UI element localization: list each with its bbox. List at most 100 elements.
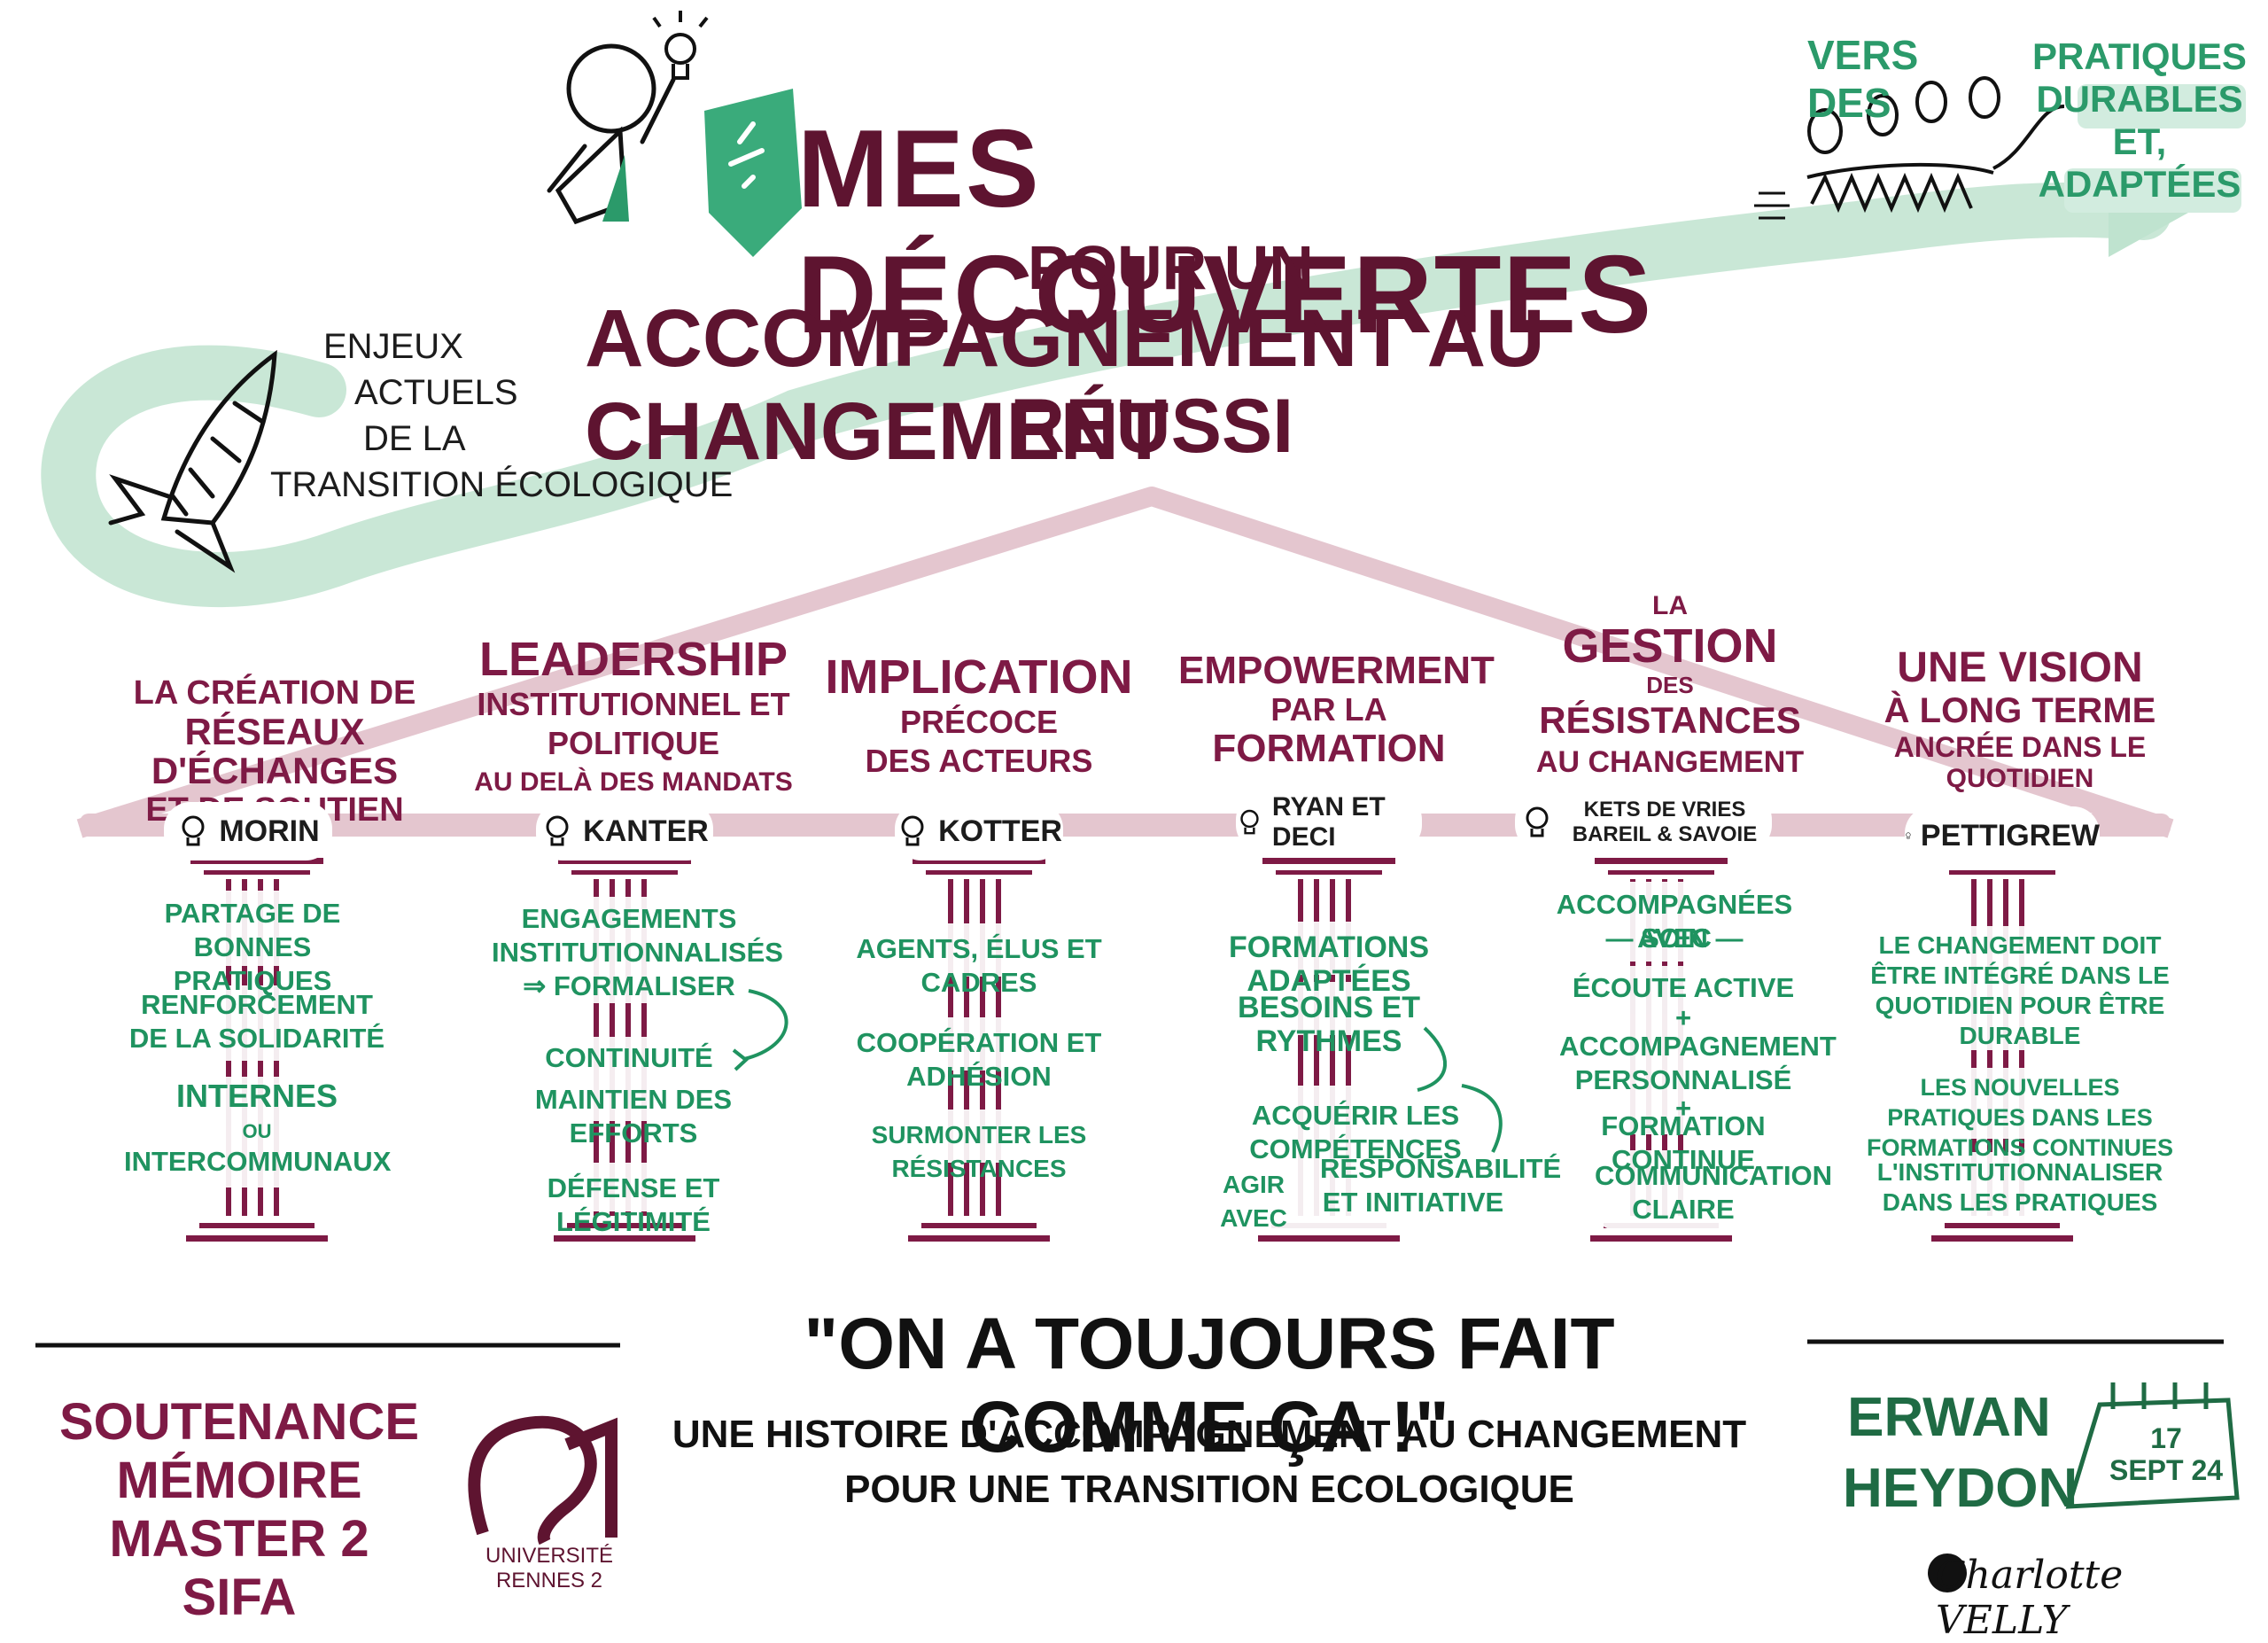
- pillar-6-author: PETTIGREW: [1905, 806, 2100, 865]
- lightbulb-icon: [901, 815, 924, 846]
- quote-subtitle-line: POUR UNE TRANSITION ECOLOGIQUE: [844, 1468, 1574, 1511]
- pillar-5-item: +: [1674, 1002, 1692, 1033]
- pillar-title-line: FORMATION: [1212, 727, 1446, 770]
- subtitle-line-2: ACCOMPAGNEMENT AU CHANGEMENT: [585, 293, 1545, 477]
- quote-subtitle-line: UNE HISTOIRE D'ACCOMPAGNEMENT AU CHANGEM…: [672, 1413, 1747, 1456]
- date-line: SEPT 24: [2109, 1454, 2224, 1486]
- soutenance-line: MÉMOIRE: [116, 1452, 362, 1509]
- pillar-5-author: KETS DE VRIES BAREIL & SAVOIE: [1515, 793, 1772, 852]
- university-line: RENNES 2: [495, 1569, 603, 1592]
- pillar-3-item: COOPÉRATION ET ADHÉSION: [856, 1027, 1102, 1092]
- pillar-title-line: LA CRÉATION DE: [133, 674, 416, 712]
- left-note-line: ENJEUX: [323, 327, 463, 366]
- calendar-icon: [2065, 1382, 2240, 1509]
- left-note-line: ACTUELS: [354, 373, 518, 412]
- lightbulb-icon: [546, 815, 569, 846]
- pillar-2-item: MAINTIEN DES EFFORTS: [534, 1084, 733, 1149]
- pillar-title-line: AU CHANGEMENT: [1535, 745, 1805, 779]
- illustrator-signature: Charlotte VELLY: [1936, 1553, 2124, 1643]
- pillar-title-line: LEADERSHIP: [478, 633, 788, 686]
- pillar-4-author: RYAN ET DECI: [1236, 792, 1422, 852]
- author-line: HEYDON: [1843, 1458, 2078, 1519]
- pillar-1-item: OU: [242, 1120, 272, 1142]
- date-label: 17 SEPT 24: [2100, 1422, 2233, 1486]
- soutenance-line: SOUTENANCE: [58, 1393, 420, 1451]
- pillar-6-item: L'INSTITUTIONNALISER DANS LES PRATIQUES: [1876, 1158, 2163, 1216]
- pratiques-label: PRATIQUES DURABLES ET, ADAPTÉES: [2029, 35, 2250, 206]
- pillar-2-item: ENGAGEMENTS INSTITUTIONNALISÉS: [492, 903, 783, 968]
- pillar-title-line: IMPLICATION: [825, 650, 1133, 704]
- pillar-6-title: UNE VISION À LONG TERME ANCRÉE DANS LE Q…: [1860, 645, 2179, 794]
- page-title: MES DÉCOUVERTES: [797, 108, 1653, 356]
- author-line: ERWAN: [1847, 1387, 2051, 1448]
- pillar-title-line: UNE VISION: [1897, 644, 2143, 691]
- date-line: 17: [2150, 1422, 2182, 1454]
- lightbulb-icon: [1240, 809, 1259, 835]
- author-name: RYAN ET DECI: [1271, 792, 1386, 852]
- pratiques-line: PRATIQUES: [2032, 35, 2247, 77]
- author-name: KANTER: [583, 814, 709, 848]
- pillar-2-item: DÉFENSE ET LÉGITIMITÉ: [547, 1172, 720, 1237]
- pillar-5-item: ÉCOUTE ACTIVE: [1572, 972, 1795, 1003]
- pillar-4-item: FORMATIONS ADAPTÉES: [1228, 931, 1429, 998]
- pillar-title-line: DES: [1646, 672, 1694, 698]
- pillar-1-author: MORIN: [164, 802, 332, 860]
- pillar-4-item: BESOINS ET RYTHMES: [1238, 991, 1420, 1058]
- pillar-title-line: PRÉCOCE: [899, 704, 1059, 740]
- pillar-5-item: FORMATION CONTINUE: [1601, 1110, 1766, 1175]
- pillar-1-title: LA CRÉATION DE RÉSEAUX D'ÉCHANGES ET DE …: [106, 674, 443, 829]
- pillar-3-author: KOTTER: [895, 802, 1063, 860]
- pillar-6-item: LE CHANGEMENT DOIT ÊTRE INTÉGRÉ DANS LE …: [1870, 931, 2170, 1049]
- pratiques-line: ADAPTÉES: [2038, 163, 2241, 205]
- pillar-5-title: LA GESTION DES RÉSISTANCES AU CHANGEMENT: [1524, 592, 1816, 782]
- pillar-3-title: IMPLICATION PRÉCOCE DES ACTEURS: [824, 651, 1134, 781]
- pillar-5-item: +: [1674, 1093, 1692, 1124]
- subtitle-line-3: RÉUSSI: [1010, 384, 1294, 469]
- pillar-1-item: INTERCOMMUNAUX: [124, 1146, 392, 1177]
- pillar-2-author: KANTER: [536, 802, 713, 860]
- author-name: KOTTER: [938, 814, 1062, 848]
- quote-subtitle: UNE HISTOIRE D'ACCOMPAGNEMENT AU CHANGEM…: [656, 1407, 1763, 1517]
- lightbulb-icon: [182, 815, 205, 846]
- pillar-1-item: PARTAGE DE BONNES PRATIQUES: [164, 898, 341, 996]
- pillar-4-title: EMPOWERMENT PAR LA FORMATION: [1178, 649, 1495, 770]
- pillar-6-item: LES NOUVELLES PRATIQUES DANS LES FORMATI…: [1867, 1074, 2173, 1161]
- pillar-4-item: RESPONSABILITÉ ET INITIATIVE: [1320, 1153, 1562, 1218]
- rocket-icon: [108, 349, 277, 573]
- pillar-title-line: LA: [1652, 591, 1688, 620]
- lightbulb-icon: [1906, 832, 1911, 839]
- soutenance-line: MASTER 2 SIFA: [109, 1510, 369, 1626]
- shield-icon: [704, 89, 802, 257]
- author-name: MORIN: [219, 814, 320, 848]
- vers-des-label: VERS DES: [1807, 32, 1919, 126]
- author-name: PETTIGREW: [1920, 818, 2100, 853]
- left-note: ENJEUX ACTUELS DE LA TRANSITION ÉCOLOGIQ…: [270, 323, 733, 508]
- pillar-title-line: RÉSEAUX D'ÉCHANGES: [151, 711, 399, 791]
- left-note-line: DE LA: [363, 419, 466, 458]
- pillar-title-line: POLITIQUE: [547, 725, 719, 761]
- pillar-1-item: RENFORCEMENT DE LA SOLIDARITÉ: [128, 989, 385, 1054]
- pillar-title-line: GESTION: [1562, 619, 1778, 673]
- pillar-title-line: PAR LA: [1270, 691, 1387, 728]
- pillar-title-line: QUOTIDIEN: [1946, 764, 2094, 793]
- author-name: KETS DE VRIES BAREIL & SAVOIE: [1572, 798, 1758, 846]
- quote-main: "ON A TOUJOURS FAIT COMME ÇA !": [804, 1304, 1615, 1468]
- pillar-2-title: LEADERSHIP INSTITUTIONNEL ET POLITIQUE A…: [470, 634, 797, 802]
- crowd-icon: [1806, 76, 2065, 214]
- pillar-3-item: AGENTS, ÉLUS ET CADRES: [856, 933, 1102, 998]
- pillar-title-line: EMPOWERMENT: [1178, 649, 1495, 692]
- pillar-5-item: — SOIN —: [1605, 923, 1744, 954]
- pillar-5-item: COMMUNICATION CLAIRE: [1595, 1160, 1833, 1225]
- pillar-2-item: CONTINUITÉ: [545, 1042, 713, 1073]
- signature-logo-icon: [1928, 1553, 1967, 1592]
- author-label: ERWAN HEYDON: [1843, 1382, 2078, 1524]
- subtitle-line-1: POUR UN: [1028, 233, 1314, 302]
- pillar-title-line: AU DELÀ DES MANDATS: [474, 767, 793, 797]
- pillar-3-item: SURMONTER LES RÉSISTANCES: [871, 1121, 1087, 1182]
- university-logo-icon: [468, 1415, 597, 1546]
- lightbulb-icon: [652, 11, 709, 80]
- pratiques-line: DURABLES: [2036, 78, 2243, 120]
- pillar-title-line: INSTITUTIONNEL ET: [477, 686, 790, 722]
- pillar-5-item: ACCOMPAGNÉES AVEC: [1556, 889, 1793, 954]
- pillar-5-item: ACCOMPAGNEMENT PERSONNALISÉ: [1559, 1031, 1837, 1095]
